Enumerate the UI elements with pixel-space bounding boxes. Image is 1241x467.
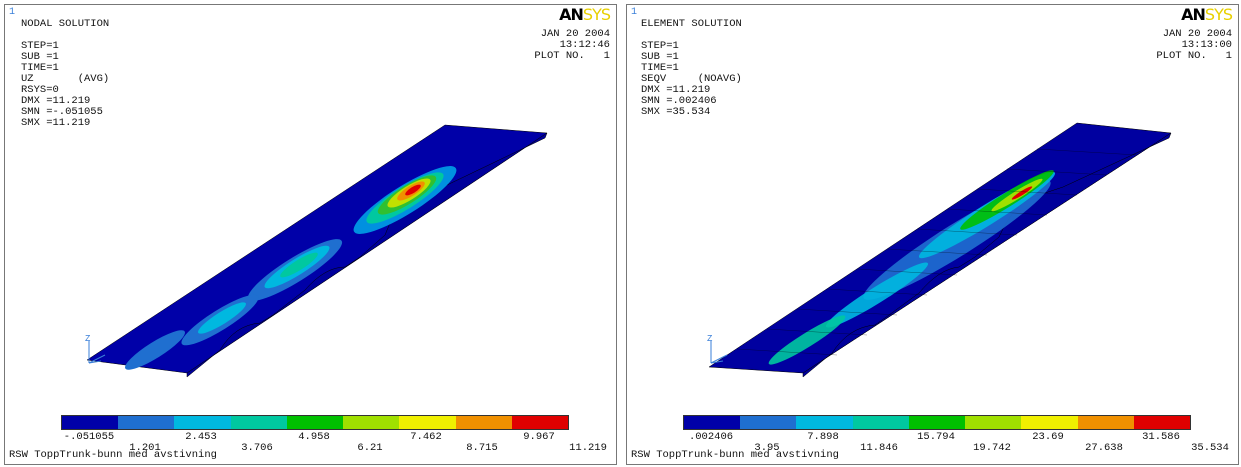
legend-tick: -.051055	[63, 431, 115, 443]
info-line: DMX =11.219	[21, 95, 91, 107]
solution-header: NODAL SOLUTION	[21, 18, 110, 30]
legend-tick: 3.95	[754, 442, 780, 454]
window-number: 1	[631, 7, 638, 18]
plot-number: PLOT NO. 1	[534, 50, 610, 62]
legend-swatch	[796, 416, 853, 429]
legend-tick: 35.534	[1191, 442, 1229, 454]
plot-time: 13:13:00	[1181, 39, 1232, 51]
plot-number: PLOT NO. 1	[1156, 50, 1232, 62]
element-solution-panel: 1 ANSYS ELEMENT SOLUTION STEP=1 SUB =1 T…	[626, 4, 1239, 465]
legend-swatch	[1021, 416, 1078, 429]
legend-tick: 8.715	[466, 442, 498, 454]
legend-tick: 23.69	[1032, 431, 1064, 443]
legend-tick: 27.638	[1085, 442, 1123, 454]
legend-swatch	[62, 416, 119, 429]
nodal-solution-panel: 1 ANSYS NODAL SOLUTION STEP=1 SUB =1 TIM…	[4, 4, 617, 465]
info-line: SMX =35.534	[641, 106, 711, 118]
legend-swatch	[1133, 416, 1190, 429]
legend-tick: 4.958	[298, 431, 330, 443]
legend-swatch	[1077, 416, 1134, 429]
info-line: SEQV (NOAVG)	[641, 73, 742, 85]
legend-tick: 9.967	[523, 431, 555, 443]
legend-swatch	[118, 416, 175, 429]
plot-title: RSW ToppTrunk-bunn med avstivning	[9, 449, 217, 461]
axis-triad	[710, 341, 728, 364]
axis-label: Z	[85, 334, 91, 344]
info-line: STEP=1	[641, 40, 679, 52]
legend-tick: .002406	[688, 431, 734, 443]
ansys-logo: ANSYS	[1181, 5, 1233, 24]
axis-label: Z	[707, 334, 713, 344]
window-number: 1	[9, 7, 16, 18]
plot-date: JAN 20 2004	[1162, 28, 1232, 40]
plot-title: RSW ToppTrunk-bunn med avstivning	[631, 449, 839, 461]
legend-swatch	[684, 416, 741, 429]
solution-header: ELEMENT SOLUTION	[641, 18, 742, 30]
info-line: DMX =11.219	[641, 84, 711, 96]
legend-tick: 2.453	[185, 431, 217, 443]
info-line: SMN =-.051055	[21, 106, 103, 118]
legend-tick: 1.201	[129, 442, 161, 454]
info-line: UZ (AVG)	[21, 73, 110, 85]
legend-swatch	[965, 416, 1022, 429]
legend-tick: 31.586	[1142, 431, 1180, 443]
legend-tick: 11.846	[860, 442, 898, 454]
deformed-shape-plot: Z	[85, 124, 548, 378]
legend-swatch	[740, 416, 797, 429]
legend-swatch	[230, 416, 287, 429]
info-line: RSYS=0	[21, 84, 59, 96]
legend-tick: 3.706	[241, 442, 273, 454]
legend-swatch	[399, 416, 456, 429]
info-line: SUB =1	[641, 51, 679, 63]
info-line: STEP=1	[21, 40, 59, 52]
axis-triad	[88, 341, 106, 364]
legend-swatch	[511, 416, 568, 429]
color-legend	[683, 415, 1191, 430]
legend-ticks: -.051055 2.453 4.958 7.462 9.967 1.201 3…	[5, 431, 616, 455]
ansys-logo: ANSYS	[559, 5, 611, 24]
legend-swatch	[174, 416, 231, 429]
legend-swatch	[286, 416, 344, 429]
legend-tick: 19.742	[973, 442, 1011, 454]
legend-tick: 15.794	[917, 431, 955, 443]
legend-swatch	[455, 416, 512, 429]
info-line: TIME=1	[641, 62, 679, 74]
stress-bands	[768, 170, 1056, 365]
legend-swatch	[908, 416, 966, 429]
legend-swatch	[852, 416, 909, 429]
legend-ticks: .002406 7.898 15.794 23.69 31.586 3.95 1…	[627, 431, 1238, 455]
stress-plot: Z	[707, 122, 1172, 378]
info-line: TIME=1	[21, 62, 59, 74]
plot-time: 13:12:46	[559, 39, 610, 51]
legend-tick: 7.898	[807, 431, 839, 443]
legend-swatch	[343, 416, 400, 429]
info-line: SUB =1	[21, 51, 59, 63]
legend-tick: 7.462	[410, 431, 442, 443]
color-legend	[61, 415, 569, 430]
mesh-lines	[736, 148, 1138, 356]
legend-tick: 6.21	[357, 442, 383, 454]
legend-tick: 11.219	[569, 442, 607, 454]
info-line: SMX =11.219	[21, 117, 91, 129]
plot-date: JAN 20 2004	[540, 28, 610, 40]
info-line: SMN =.002406	[641, 95, 717, 107]
contour-bands	[125, 166, 457, 370]
